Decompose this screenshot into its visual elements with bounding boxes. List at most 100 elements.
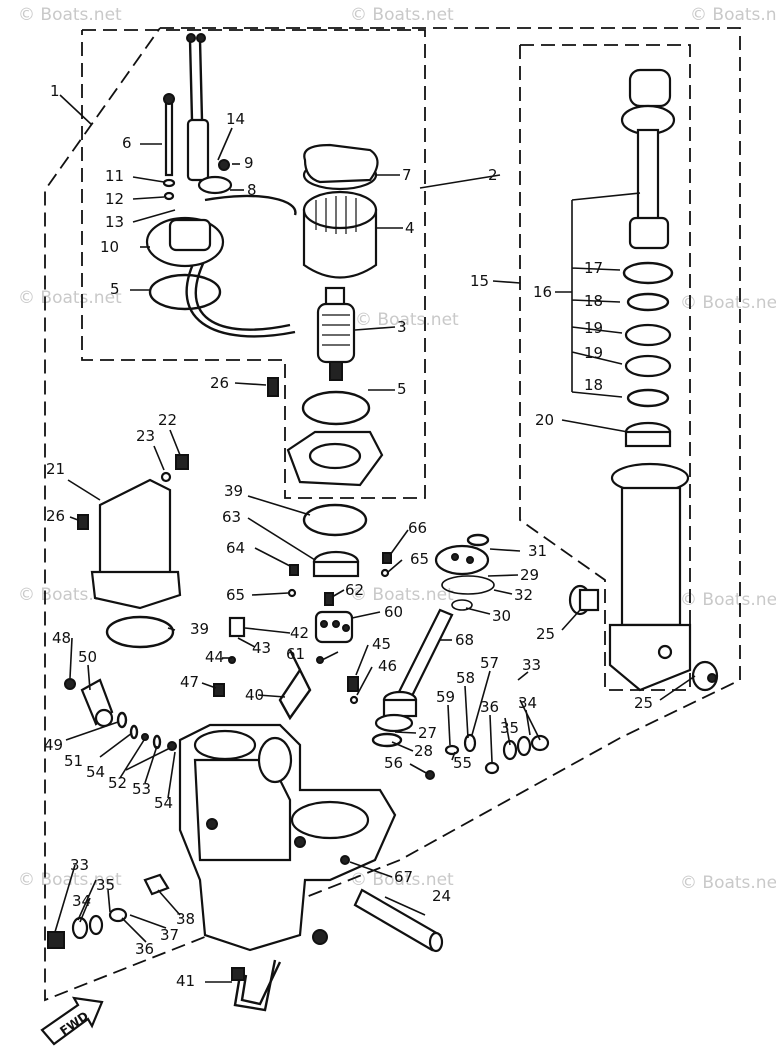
backup-ring-part-19b [624,354,672,378]
callout-1: 1 [50,82,60,100]
callout-3: 3 [397,318,407,336]
callout-35b: 35 [96,876,115,894]
callout-26: 26 [210,374,229,392]
callout-51: 51 [64,752,83,770]
callout-52: 52 [108,774,127,792]
watermark: © Boats.net [18,5,122,25]
callout-6: 6 [122,134,132,152]
callout-17: 17 [584,259,603,277]
manual-valve-part-29 [434,544,490,576]
callout-11: 11 [105,167,124,185]
o-ring-part-39 [105,615,175,649]
callout-68: 68 [455,631,474,649]
callout-12: 12 [105,190,124,208]
callout-4: 4 [405,219,415,237]
callout-31: 31 [528,542,547,560]
watermark: © Boats.net [350,870,454,890]
callout-5: 5 [110,280,120,298]
callout-7: 7 [402,166,412,184]
callout-64: 64 [226,539,245,557]
callout-34b: 34 [72,892,91,910]
assembly-boundary [44,27,741,1002]
bolt-part-22 [175,454,189,470]
callout-5b: 5 [397,380,407,398]
washer-part-65 [287,588,297,598]
callout-63: 63 [222,508,241,526]
screw-part-66 [382,552,392,564]
callout-33: 33 [522,656,541,674]
valve-stack-lower-left [47,873,170,949]
callout-65b: 65 [410,550,429,568]
tilt-cylinder-body [608,462,692,692]
leader-lines [54,94,696,983]
callout-19: 19 [584,319,603,337]
backup-ring-part-19 [624,323,672,347]
callout-41: 41 [176,972,195,990]
callout-38: 38 [176,910,195,928]
watermark: © Boats.net [18,288,122,308]
callout-13: 13 [105,213,124,231]
watermark: © Boats.net [350,585,454,605]
valve-part-45 [347,676,359,692]
motor-yoke-part-4 [302,159,378,279]
callout-57: 57 [480,654,499,672]
watermark: © Boats.net [355,310,459,330]
pump-gear-part-63 [312,550,360,578]
callout-62: 62 [345,581,364,599]
callout-18b: 18 [584,376,603,394]
callout-23: 23 [136,427,155,445]
callout-36: 36 [480,698,499,716]
reservoir-part-21 [90,478,182,610]
brush-holder-part-10 [145,216,225,268]
watermark: © Boats.net [680,293,776,313]
callout-32: 32 [514,586,533,604]
callout-67: 67 [394,868,413,886]
callout-18: 18 [584,292,603,310]
motor-group-boundary [81,29,426,499]
o-ring-part-28 [371,732,403,748]
callout-61: 61 [286,645,305,663]
watermark-group: © Boats.net © Boats.net © Boats.net © Bo… [18,5,776,893]
callout-60: 60 [384,603,403,621]
callout-37: 37 [160,926,179,944]
callout-2: 2 [488,166,498,184]
plug-part-26 [77,514,89,530]
callout-24: 24 [432,887,451,905]
callout-53: 53 [132,780,151,798]
callout-50: 50 [78,648,97,666]
washer-part-65b [380,568,390,578]
callout-21: 21 [46,460,65,478]
ball-part-52 [141,733,149,741]
callout-66: 66 [408,519,427,537]
o-ring-part-30 [451,599,473,611]
watermark: © Boats.net [350,5,454,25]
callout-14: 14 [226,110,245,128]
o-ring-part-32 [441,575,495,595]
o-ring-part-18 [626,292,670,312]
bushing-part-25b [691,660,719,692]
o-ring-part-18b [626,388,670,408]
callout-22: 22 [158,411,177,429]
bushing-part-25 [568,584,600,616]
callout-labels: 1 2 3 4 5 5 6 7 8 9 10 11 12 13 14 15 16… [44,82,653,990]
callout-29: 29 [520,566,539,584]
callout-25b: 25 [634,694,653,712]
plug-part-67 [340,855,350,865]
callout-34: 34 [518,694,537,712]
plug-part-48 [64,678,76,690]
screw-part-47 [213,683,225,697]
motor-base-plate [286,430,384,487]
washer-part-23 [160,471,172,483]
filter-part-27 [374,713,414,733]
callout-54b: 54 [154,794,173,812]
callout-48: 48 [52,629,71,647]
callout-8: 8 [247,181,257,199]
watermark: © Boats.net [680,590,776,610]
callout-16: 16 [533,283,552,301]
callout-46: 46 [378,657,397,675]
callout-45: 45 [372,635,391,653]
o-ring-part-17 [622,261,674,285]
screw-part-26 [267,377,279,397]
callout-9: 9 [244,154,254,172]
